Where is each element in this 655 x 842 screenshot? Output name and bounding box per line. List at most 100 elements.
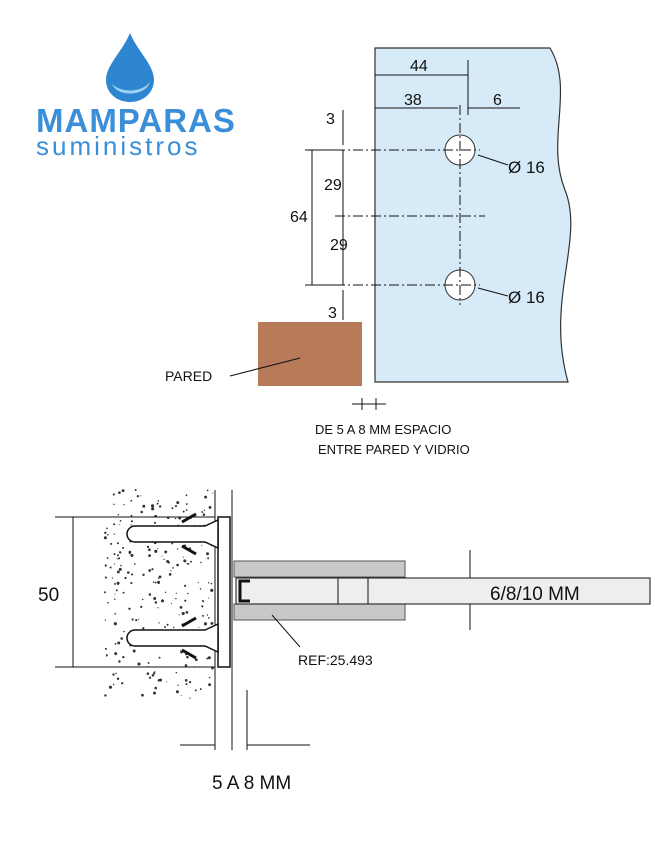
concrete-speckle bbox=[210, 621, 214, 625]
concrete-speckle bbox=[174, 505, 178, 508]
concrete-speckle bbox=[113, 622, 117, 626]
concrete-speckle bbox=[114, 652, 118, 656]
concrete-speckle bbox=[104, 694, 107, 697]
concrete-speckle bbox=[118, 660, 121, 663]
concrete-speckle bbox=[161, 555, 163, 557]
concrete-speckle bbox=[183, 559, 187, 563]
concrete-speckle bbox=[189, 697, 191, 699]
concrete-speckle bbox=[185, 503, 188, 505]
concrete-speckle bbox=[170, 570, 172, 572]
concrete-speckle bbox=[112, 683, 115, 686]
concrete-speckle bbox=[181, 611, 185, 616]
concrete-speckle bbox=[116, 558, 118, 560]
concrete-speckle bbox=[148, 548, 151, 552]
concrete-speckle bbox=[186, 562, 189, 565]
concrete-speckle bbox=[114, 593, 116, 595]
dim-44: 44 bbox=[410, 58, 428, 75]
concrete-speckle bbox=[177, 684, 179, 686]
concrete-speckle bbox=[114, 612, 117, 615]
concrete-speckle bbox=[212, 492, 214, 494]
concrete-speckle bbox=[203, 622, 208, 626]
concrete-speckle bbox=[184, 664, 188, 667]
concrete-speckle bbox=[119, 524, 121, 526]
concrete-speckle bbox=[141, 693, 144, 697]
concrete-speckle bbox=[154, 686, 158, 690]
concrete-speckle bbox=[185, 611, 189, 614]
concrete-speckle bbox=[116, 554, 119, 557]
concrete-speckle bbox=[113, 583, 116, 585]
concrete-speckle bbox=[182, 556, 184, 558]
concrete-speckle bbox=[206, 657, 209, 660]
concrete-speckle bbox=[156, 503, 158, 505]
concrete-speckle bbox=[104, 647, 107, 650]
concrete-speckle bbox=[140, 510, 143, 514]
ref-label: REF:25.493 bbox=[298, 652, 373, 668]
concrete-speckle bbox=[114, 598, 116, 600]
concrete-speckle bbox=[201, 511, 204, 513]
concrete-speckle bbox=[154, 549, 158, 553]
wall-label: PARED bbox=[165, 368, 212, 384]
gap-note-line2: ENTRE PARED Y VIDRIO bbox=[318, 442, 470, 457]
concrete-speckle bbox=[104, 576, 107, 579]
concrete-speckle bbox=[114, 642, 117, 645]
concrete-speckle bbox=[164, 591, 167, 594]
logo-line2: suministros bbox=[36, 131, 200, 161]
concrete-speckle bbox=[178, 614, 180, 616]
glass-pane bbox=[235, 577, 651, 605]
concrete-speckle bbox=[194, 689, 197, 692]
concrete-speckle bbox=[120, 637, 123, 640]
glass-thickness-label: 6/8/10 MM bbox=[490, 584, 580, 605]
hole-top-label: Ø 16 bbox=[508, 158, 545, 177]
concrete-speckle bbox=[202, 513, 206, 516]
concrete-speckle bbox=[117, 641, 121, 645]
concrete-speckle bbox=[110, 542, 113, 545]
concrete-speckle bbox=[202, 614, 204, 617]
concrete-speckle bbox=[157, 581, 160, 585]
concrete-speckle bbox=[106, 527, 108, 530]
concrete-speckle bbox=[170, 602, 172, 605]
concrete-speckle bbox=[130, 514, 133, 517]
hole-bottom-label: Ø 16 bbox=[508, 288, 545, 307]
concrete-speckle bbox=[158, 622, 160, 624]
concrete-speckle bbox=[208, 676, 211, 679]
concrete-speckle bbox=[122, 591, 125, 594]
dim-3-top: 3 bbox=[326, 111, 335, 128]
concrete-speckle bbox=[194, 658, 198, 662]
concrete-speckle bbox=[173, 626, 175, 629]
concrete-speckle bbox=[166, 623, 169, 626]
concrete-speckle bbox=[210, 582, 213, 585]
concrete-speckle bbox=[118, 567, 122, 571]
concrete-speckle bbox=[185, 494, 188, 497]
concrete-speckle bbox=[113, 533, 115, 535]
concrete-speckle bbox=[147, 661, 150, 664]
concrete-speckle bbox=[158, 505, 162, 508]
concrete-speckle bbox=[199, 588, 202, 590]
concrete-speckle bbox=[128, 552, 131, 555]
concrete-speckle bbox=[184, 679, 188, 682]
concrete-speckle bbox=[109, 566, 112, 569]
concrete-speckle bbox=[116, 542, 119, 545]
concrete-speckle bbox=[132, 649, 136, 653]
concrete-speckle bbox=[200, 561, 202, 564]
concrete-speckle bbox=[107, 601, 109, 604]
concrete-speckle bbox=[135, 618, 138, 622]
concrete-speckle bbox=[157, 607, 159, 609]
concrete-speckle bbox=[207, 557, 210, 560]
concrete-speckle bbox=[121, 489, 125, 493]
concrete-speckle bbox=[202, 600, 205, 603]
concrete-speckle bbox=[140, 605, 143, 608]
concrete-speckle bbox=[128, 571, 130, 573]
concrete-speckle bbox=[171, 542, 174, 545]
concrete-speckle bbox=[104, 564, 107, 567]
concrete-speckle bbox=[175, 671, 178, 674]
concrete-speckle bbox=[154, 671, 156, 673]
concrete-speckle bbox=[130, 520, 133, 523]
concrete-speckle bbox=[186, 655, 189, 659]
concrete-speckle bbox=[112, 673, 115, 676]
concrete-speckle bbox=[104, 619, 107, 621]
concrete-speckle bbox=[113, 523, 116, 526]
concrete-speckle bbox=[130, 582, 133, 585]
concrete-speckle bbox=[118, 551, 122, 554]
concrete-speckle bbox=[130, 553, 134, 557]
